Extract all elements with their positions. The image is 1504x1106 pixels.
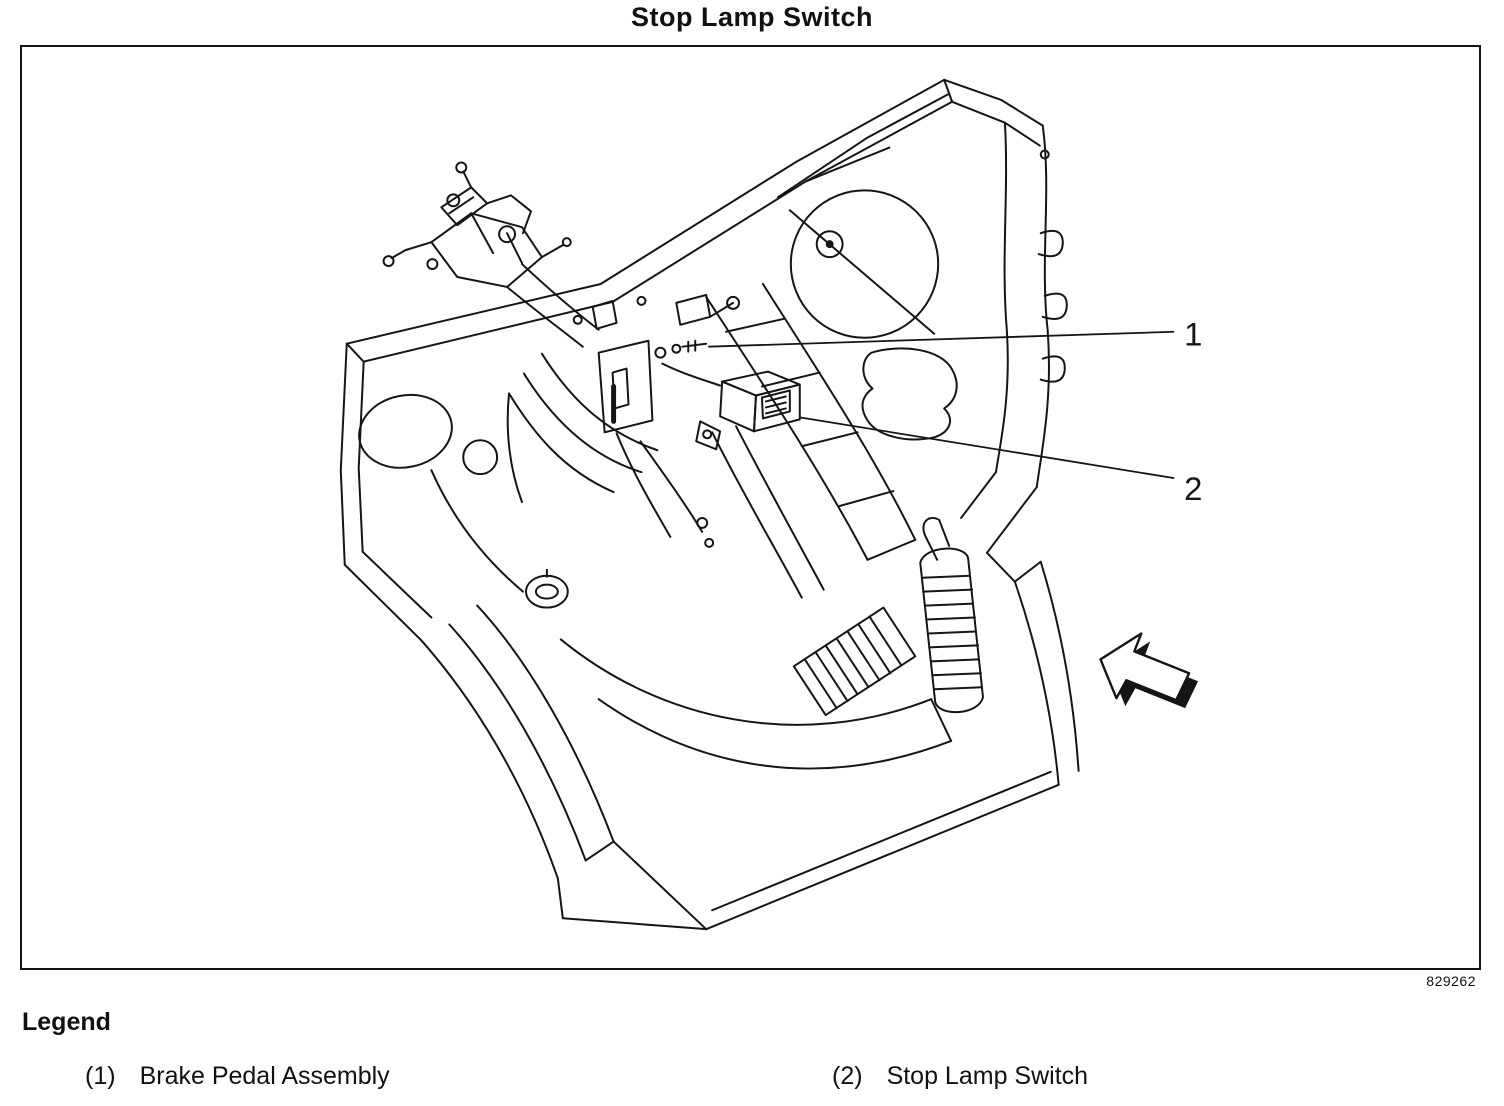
callout-2-line [799, 416, 1175, 480]
legend-heading: Legend [22, 1008, 111, 1036]
legend-item-brake-pedal-assembly: (1) Brake Pedal Assembly [85, 1062, 390, 1091]
legend-item-label: Stop Lamp Switch [886, 1062, 1089, 1090]
figure-number: 829262 [1426, 973, 1476, 989]
diagram-artwork: 1 2 [339, 78, 1202, 931]
figure-title: Stop Lamp Switch [630, 2, 873, 32]
callout-1-line [708, 330, 1175, 348]
figure-border: 1 2 [20, 45, 1481, 970]
direction-arrow-icon [1099, 632, 1199, 709]
legend-item-label: Brake Pedal Assembly [139, 1062, 390, 1090]
legend-item-stop-lamp-switch: (2) Stop Lamp Switch [832, 1062, 1088, 1091]
vehicle-line-art [339, 78, 1080, 931]
callout-2-label: 2 [1184, 470, 1202, 507]
legend-item-number: (1) [85, 1062, 116, 1090]
legend-item-number: (2) [832, 1062, 863, 1090]
callout-1-label: 1 [1184, 316, 1202, 353]
